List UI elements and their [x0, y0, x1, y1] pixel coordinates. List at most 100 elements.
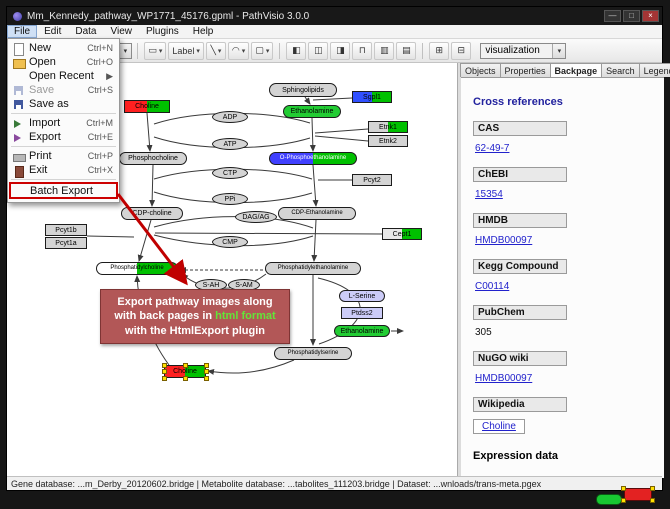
pathway-node-adp[interactable]: ADP — [212, 111, 248, 123]
pathway-node-phosphatidylethanolamine[interactable]: Phosphatidylethanolamine — [265, 261, 361, 275]
pathway-node-pcyt2[interactable]: Pcyt2 — [352, 174, 392, 186]
xref-value-hmdb[interactable]: HMDB00097 — [475, 235, 533, 246]
menu-help[interactable]: Help — [192, 26, 214, 37]
pathway-node-pcyt1a[interactable]: Pcyt1a — [45, 237, 87, 249]
menu-plugins[interactable]: Plugins — [145, 26, 179, 37]
pathway-node-phosphatidylserine[interactable]: Phosphatidylserine — [274, 346, 352, 360]
draw-line-button[interactable]: ╲▾ — [205, 41, 226, 60]
pathway-edge[interactable] — [312, 164, 319, 207]
xref-value-nugo-wiki[interactable]: HMDB00097 — [475, 373, 533, 384]
pathway-edge[interactable] — [314, 135, 369, 142]
pathway-node-phosphatidylcholine[interactable]: Phosphatidylcholine — [96, 261, 178, 275]
selection-handle[interactable] — [183, 375, 188, 381]
panel-splitter[interactable] — [458, 63, 461, 478]
menu-file[interactable]: File — [7, 25, 38, 38]
pathway-node-ctp[interactable]: CTP — [212, 167, 248, 179]
selection-handle[interactable] — [204, 375, 209, 381]
pathway-node-choline[interactable]: Choline — [124, 99, 170, 113]
tab-legend[interactable]: Legend — [638, 63, 670, 77]
pathway-node-ethanolamine[interactable]: Ethanolamine — [283, 104, 341, 118]
tab-objects[interactable]: Objects — [460, 63, 501, 77]
toolbar-separator — [279, 42, 281, 59]
pathway-node-cdp-ethanolamine[interactable]: CDP-Ethanolamine — [278, 206, 356, 220]
xref-value-wikipedia[interactable]: Choline — [473, 419, 525, 434]
menu-edit[interactable]: Edit — [44, 26, 62, 37]
align-left-button[interactable]: ◧ — [286, 41, 307, 60]
file-menu-item-label: Save — [29, 84, 55, 96]
pathway-node-etnk1[interactable]: Etnk1 — [368, 121, 408, 133]
file-menu-item-open-recent[interactable]: Open Recent▶ — [8, 69, 119, 83]
xref-value-cas[interactable]: 62-49-7 — [475, 143, 510, 154]
selection-handle[interactable] — [204, 362, 209, 368]
match-height-button[interactable]: ⊟ — [451, 41, 472, 60]
align-right-button[interactable]: ◨ — [330, 41, 351, 60]
draw-shape-button[interactable]: ▢▾ — [251, 41, 274, 60]
pathway-edge[interactable] — [154, 232, 383, 235]
pathway-node-pcyt1b[interactable]: Pcyt1b — [45, 224, 87, 236]
pathway-node-l-serine[interactable]: L-Serine — [339, 290, 385, 302]
pathway-node-sphingolipids[interactable]: Sphingolipids — [269, 83, 337, 97]
close-button[interactable]: × — [642, 10, 659, 22]
tab-backpage[interactable]: Backpage — [549, 63, 603, 77]
pathway-edge[interactable] — [149, 164, 156, 207]
pathway-node-etnk2[interactable]: Etnk2 — [368, 135, 408, 147]
align-center-button[interactable]: ◫ — [308, 41, 329, 60]
add-datanode-button[interactable]: ▭▾ — [144, 41, 167, 60]
visualization-select[interactable]: visualization ▾ — [480, 42, 567, 59]
pathway-node-ptdss2[interactable]: Ptdss2 — [341, 307, 383, 319]
pathway-edge[interactable] — [304, 96, 311, 105]
add-label-button[interactable]: Label▾ — [168, 41, 204, 60]
file-menu-item-save-as[interactable]: Save as — [8, 97, 119, 111]
align-top-button[interactable]: ⊓ — [352, 41, 373, 60]
pathway-node-cept1[interactable]: Cept1 — [382, 228, 422, 240]
distribute-horizontal-button[interactable]: ▥ — [374, 41, 395, 60]
draw-arc-button[interactable]: ◠▾ — [227, 41, 250, 60]
pathway-edge[interactable] — [311, 219, 318, 262]
pathway-node-ethanolamine[interactable]: Ethanolamine — [334, 325, 390, 337]
selection-handle[interactable] — [162, 375, 167, 381]
pathway-edge[interactable] — [137, 219, 152, 262]
chevron-down-icon[interactable]: ▾ — [552, 43, 566, 58]
xref-value-kegg-compound[interactable]: C00114 — [475, 281, 510, 292]
pathway-node-cdp-choline[interactable]: CDP-choline — [121, 206, 183, 220]
minimize-button[interactable]: — — [604, 10, 621, 22]
xref-value-chebi[interactable]: 15354 — [475, 189, 503, 200]
menu-data[interactable]: Data — [75, 26, 97, 37]
pathway-edge[interactable] — [146, 112, 153, 152]
chevron-down-icon: ▾ — [196, 47, 200, 55]
maximize-button[interactable]: □ — [623, 10, 640, 22]
chevron-down-icon[interactable]: ▾ — [118, 43, 132, 58]
selection-handle[interactable] — [162, 369, 167, 374]
file-menu-item-label: Save as — [29, 98, 69, 110]
menu-view[interactable]: View — [110, 26, 132, 37]
pathway-node-o-phosphoethanolamine[interactable]: O-Phosphoethanolamine — [269, 151, 357, 165]
pathway-node-phosphocholine[interactable]: Phosphocholine — [119, 151, 187, 165]
preview-red-node — [624, 488, 652, 501]
pathway-node-cmp[interactable]: CMP — [212, 236, 248, 248]
pathway-node-sgpl1[interactable]: Sgpl1 — [352, 91, 392, 103]
pathway-node-ppi[interactable]: PPi — [212, 193, 248, 205]
pathway-edge[interactable] — [314, 128, 369, 134]
pathway-edge[interactable] — [309, 117, 316, 152]
tab-properties[interactable]: Properties — [499, 63, 551, 77]
selection-handle[interactable] — [183, 362, 188, 368]
pathway-edge[interactable] — [207, 359, 295, 375]
distribute-vertical-button[interactable]: ▤ — [396, 41, 417, 60]
pathway-edge[interactable] — [86, 235, 135, 238]
pathway-node-dag-ag[interactable]: DAG/AG — [235, 211, 277, 223]
selection-handle[interactable] — [204, 369, 209, 374]
match-width-button[interactable]: ⊞ — [429, 41, 450, 60]
pathway-node-atp[interactable]: ATP — [212, 138, 248, 150]
title-bar[interactable]: Mm_Kennedy_pathway_WP1771_45176.gpml - P… — [7, 7, 662, 25]
tab-search[interactable]: Search — [601, 63, 640, 77]
file-menu-item-batch-export[interactable]: Batch Export — [9, 182, 118, 199]
selection-handle[interactable] — [162, 362, 167, 368]
pathway-edge[interactable] — [312, 97, 353, 101]
